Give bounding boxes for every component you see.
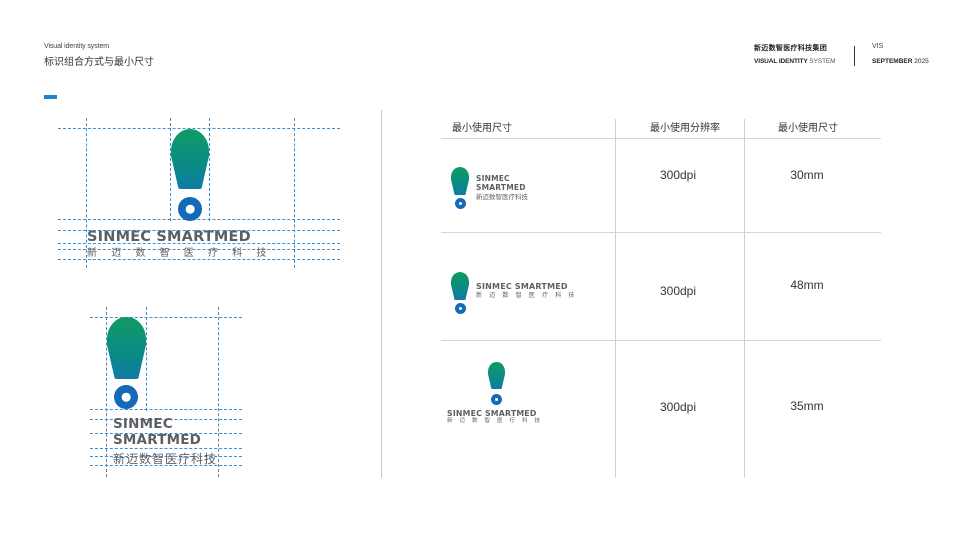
guide-line xyxy=(294,118,295,268)
header-subtitle: Visual identity system xyxy=(44,43,109,50)
logo-wordmark-en: SINMEC SMARTMED xyxy=(447,409,537,418)
table-divider xyxy=(441,340,881,341)
guide-line xyxy=(58,243,340,244)
guide-line xyxy=(90,317,242,318)
guide-line xyxy=(90,409,242,410)
guide-line xyxy=(86,118,87,268)
accent-bar xyxy=(44,95,57,99)
table-header-size: 最小使用尺寸 xyxy=(452,123,512,134)
logo-bulb-icon xyxy=(451,272,469,300)
guide-line xyxy=(106,307,107,477)
guide-line xyxy=(209,118,210,221)
guide-line xyxy=(90,456,242,457)
logo-wordmark-cn: 新迈数智医疗科技 xyxy=(476,193,528,201)
brand-name-cn: 新迈数智医疗科技集团 xyxy=(754,44,827,52)
logo-bulb-icon xyxy=(171,129,209,189)
resolution-value: 300dpi xyxy=(659,168,697,182)
size-value: 48mm xyxy=(790,278,824,292)
date-month: SEPTEMBER xyxy=(872,58,913,65)
logo-dot-icon xyxy=(178,197,202,221)
resolution-value: 300dpi xyxy=(659,400,697,414)
table-column-divider xyxy=(615,119,616,478)
guide-line xyxy=(90,419,242,420)
brand-system-label: VISUAL IDENTITY SYSTEM xyxy=(754,58,836,65)
logo-bulb-icon xyxy=(107,317,146,379)
guide-line xyxy=(58,249,340,250)
guide-line xyxy=(90,465,242,466)
table-divider xyxy=(441,232,881,233)
page-title: 标识组合方式与最小尺寸 xyxy=(44,57,154,68)
logo-bulb-icon xyxy=(488,362,505,389)
guide-line xyxy=(90,433,242,434)
section-label: VIS xyxy=(872,43,884,50)
logo-dot-icon xyxy=(491,394,502,405)
logo-wordmark-en: SINMEC SMARTMED xyxy=(87,229,251,245)
guide-line xyxy=(58,259,340,260)
guide-line xyxy=(170,118,171,221)
date-year: 2025 xyxy=(914,58,929,65)
logo-bulb-icon xyxy=(451,167,469,195)
logo-wordmark-cn: 新迈数智医疗科技 xyxy=(113,452,218,466)
brand-system-light: SYSTEM xyxy=(809,58,836,65)
logo-wordmark-en-line1: SINMEC xyxy=(476,174,510,183)
header-divider xyxy=(854,46,855,66)
guide-line xyxy=(58,128,340,129)
logo-dot-icon xyxy=(455,303,466,314)
center-divider xyxy=(381,110,382,478)
logo-wordmark-en-line2: SMARTMED xyxy=(113,432,202,448)
logo-dot-icon xyxy=(114,385,138,409)
date-label: SEPTEMBER 2025 xyxy=(872,58,929,65)
logo-dot-icon xyxy=(455,198,466,209)
guide-line xyxy=(218,307,219,477)
logo-wordmark-cn: 新迈数智医疗科技 xyxy=(476,292,582,299)
table-divider xyxy=(441,138,881,139)
resolution-value: 300dpi xyxy=(659,284,697,298)
guide-line xyxy=(90,448,242,449)
logo-wordmark-en: SINMEC SMARTMED xyxy=(476,282,568,291)
table-header-resolution: 最小使用分辨率 xyxy=(650,123,720,134)
logo-wordmark-cn: 新迈数智医疗科技 xyxy=(87,248,281,259)
logo-wordmark-en-line2: SMARTMED xyxy=(476,183,526,192)
guide-line xyxy=(146,307,147,411)
logo-wordmark-en-line1: SINMEC xyxy=(113,416,173,432)
brand-system-bold: VISUAL IDENTITY xyxy=(754,58,808,65)
guide-line xyxy=(58,230,340,231)
size-value: 30mm xyxy=(790,168,824,182)
guide-line xyxy=(58,219,340,220)
table-column-divider xyxy=(744,119,745,478)
table-header-size-mm: 最小使用尺寸 xyxy=(778,123,838,134)
logo-wordmark-cn: 新迈数智医疗科技 xyxy=(447,418,548,424)
size-value: 35mm xyxy=(790,399,824,413)
